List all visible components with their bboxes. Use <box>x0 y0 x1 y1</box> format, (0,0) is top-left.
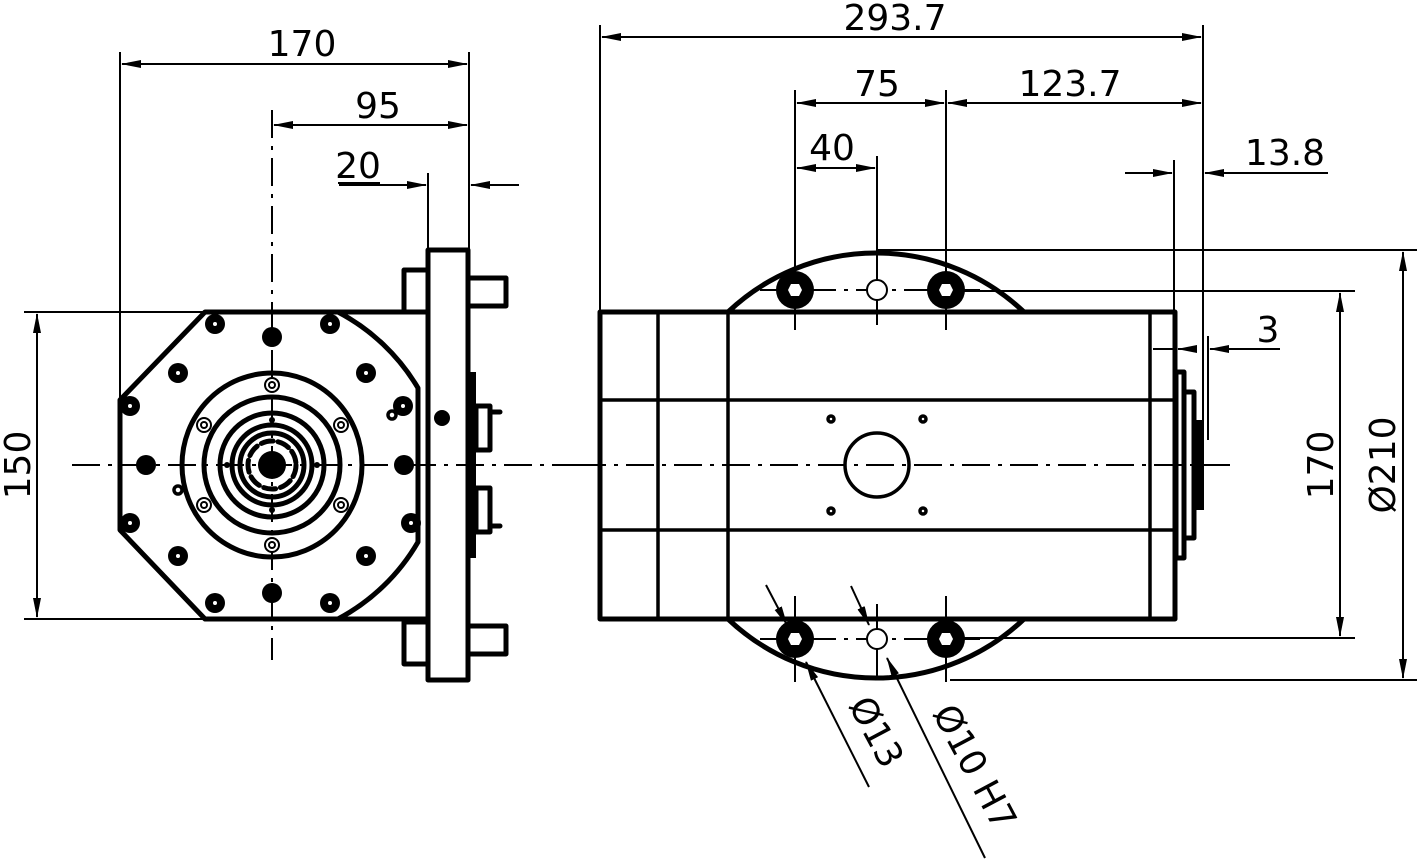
dim-overall-width: 170 <box>268 24 337 65</box>
dim-pin-offset: 40 <box>809 128 855 169</box>
dim-pin-hole-diameter: Ø10 H7 <box>924 698 1024 837</box>
dim-overall-length: 293.7 <box>843 0 946 39</box>
disc-arc-bottom <box>725 616 1027 681</box>
dim-bolt-to-end: 123.7 <box>1018 64 1121 105</box>
flange-tab-top-left <box>401 267 431 315</box>
bolt-holes <box>120 314 450 613</box>
dim-bolt-hole-diameter: Ø13 <box>840 690 911 775</box>
housing-outline <box>117 309 421 622</box>
spindle-rings <box>179 370 365 560</box>
dim-face-offset: 3 <box>1257 310 1280 351</box>
mounting-flange <box>425 247 471 683</box>
top-bolts <box>760 258 985 330</box>
bottom-bolts <box>760 596 985 682</box>
flange-tab-bottom-right <box>465 623 509 657</box>
front-view: 170 95 20 150 <box>0 24 580 683</box>
dim-bolt-spacing: 75 <box>854 64 900 105</box>
side-dimensions: 293.7 75 123.7 40 13.8 3 <box>599 0 1417 859</box>
side-view: 293.7 75 123.7 40 13.8 3 <box>578 0 1417 859</box>
flange-tab-top-right <box>465 275 509 309</box>
dim-center-to-flange: 95 <box>355 86 401 127</box>
dim-flange-thickness: 20 <box>335 146 381 187</box>
dim-flange-offset: 13.8 <box>1245 133 1325 174</box>
flange-tab-bottom-left <box>401 619 431 667</box>
dim-body-height: 170 <box>1301 431 1342 500</box>
center-port <box>843 431 911 499</box>
dim-disc-diameter: Ø210 <box>1363 416 1404 513</box>
dim-height: 150 <box>0 431 39 500</box>
front-dimensions: 170 95 20 150 <box>0 24 519 620</box>
